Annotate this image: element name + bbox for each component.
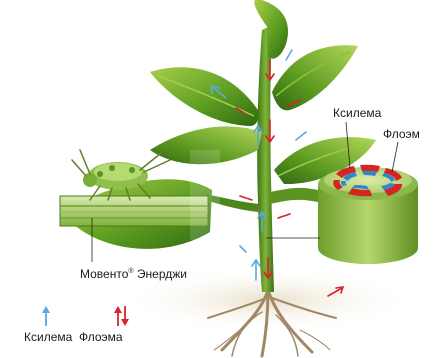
product-name: Мовенто [80,267,128,281]
xylem-callout-label: Ксилема [333,106,381,120]
legend-phloem-label: Флоэма [79,330,123,344]
product-suffix: Энерджи [134,267,187,281]
legend-xylem-label: Ксилема [24,330,72,344]
phloem-callout-label: Флоэм [383,127,420,141]
main-stem [257,25,274,292]
product-label: Мовенто® Энерджи [80,267,187,281]
cross-section-stem [270,188,318,204]
legend-xylem-arrow [42,306,50,326]
